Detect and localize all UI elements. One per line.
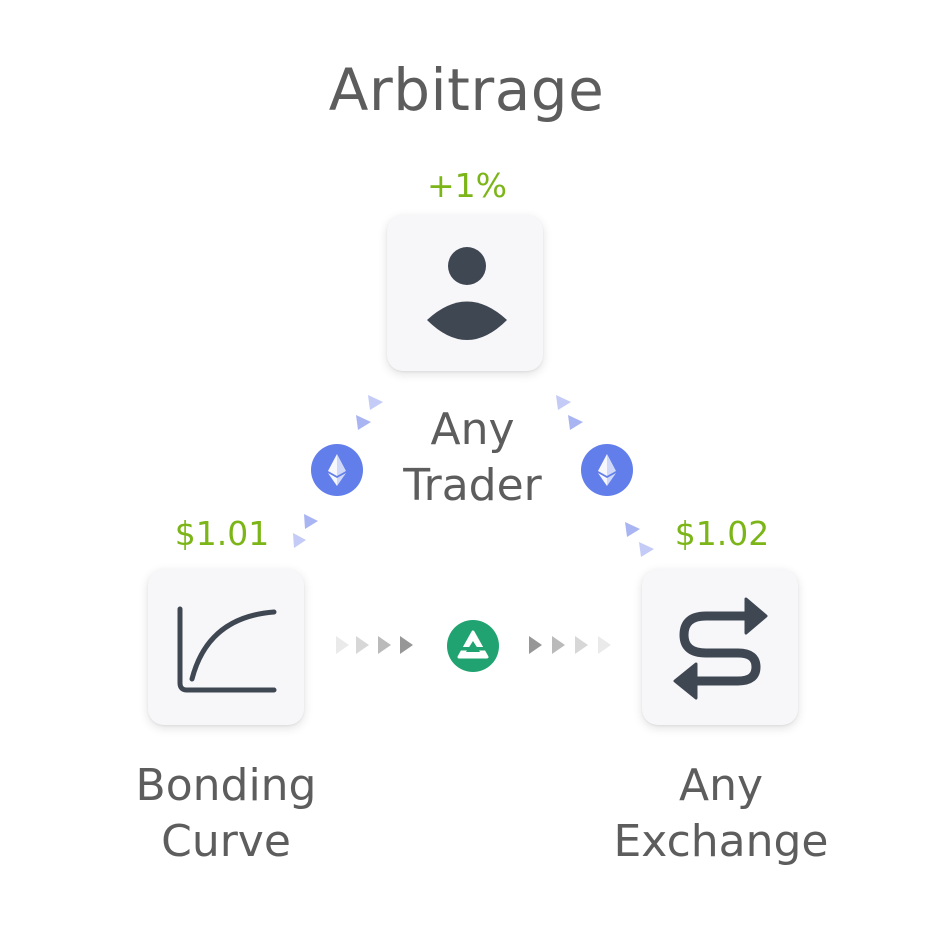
flow-arrow-right-3 <box>625 522 640 537</box>
exchange-label: Any Exchange <box>590 758 852 870</box>
protocol-badge <box>447 620 499 672</box>
bonding-curve-label-line2: Curve <box>161 816 291 867</box>
swap-icon <box>673 597 768 700</box>
ethereum-badge-left <box>311 444 363 496</box>
flow-arrow-left-1 <box>293 533 306 548</box>
gray-arrow-1 <box>336 636 349 654</box>
gray-arrow-3 <box>378 636 391 654</box>
flow-arrow-right-1 <box>556 395 571 410</box>
ethereum-icon <box>598 454 616 486</box>
user-icon <box>427 247 507 340</box>
bonding-curve-card <box>148 569 304 725</box>
ethereum-badge-right <box>581 444 633 496</box>
exchange-label-line2: Exchange <box>613 816 829 867</box>
ethereum-icon <box>328 454 346 486</box>
bonding-curve-icon <box>177 606 277 693</box>
flow-arrow-left-3 <box>356 415 371 430</box>
flow-arrow-left-2 <box>304 514 318 529</box>
flow-arrow-right-4 <box>639 542 654 557</box>
bonding-curve-price: $1.01 <box>174 514 270 553</box>
bonding-curve-label: Bonding Curve <box>110 758 342 870</box>
gray-arrow-5 <box>529 636 542 654</box>
flow-arrow-right-2 <box>568 415 583 430</box>
gray-arrow-7 <box>575 636 588 654</box>
trader-label-line1: Any <box>430 404 515 455</box>
gray-arrow-2 <box>356 636 369 654</box>
flow-arrow-left-4 <box>368 395 383 410</box>
exchange-label-line1: Any <box>678 760 764 811</box>
gray-arrow-8 <box>598 636 611 654</box>
diagram-title: Arbitrage <box>328 56 605 124</box>
bonding-curve-label-line1: Bonding <box>135 760 317 811</box>
trader-label-line2: Trader <box>403 460 542 511</box>
gray-arrow-6 <box>552 636 565 654</box>
exchange-price: $1.02 <box>674 514 770 553</box>
trader-label: Any Trader <box>360 402 585 514</box>
trader-change: +1% <box>426 166 507 205</box>
exchange-card <box>642 569 798 725</box>
trader-card <box>387 215 543 371</box>
protocol-logo-icon <box>457 630 489 659</box>
gray-arrow-4 <box>400 636 413 654</box>
